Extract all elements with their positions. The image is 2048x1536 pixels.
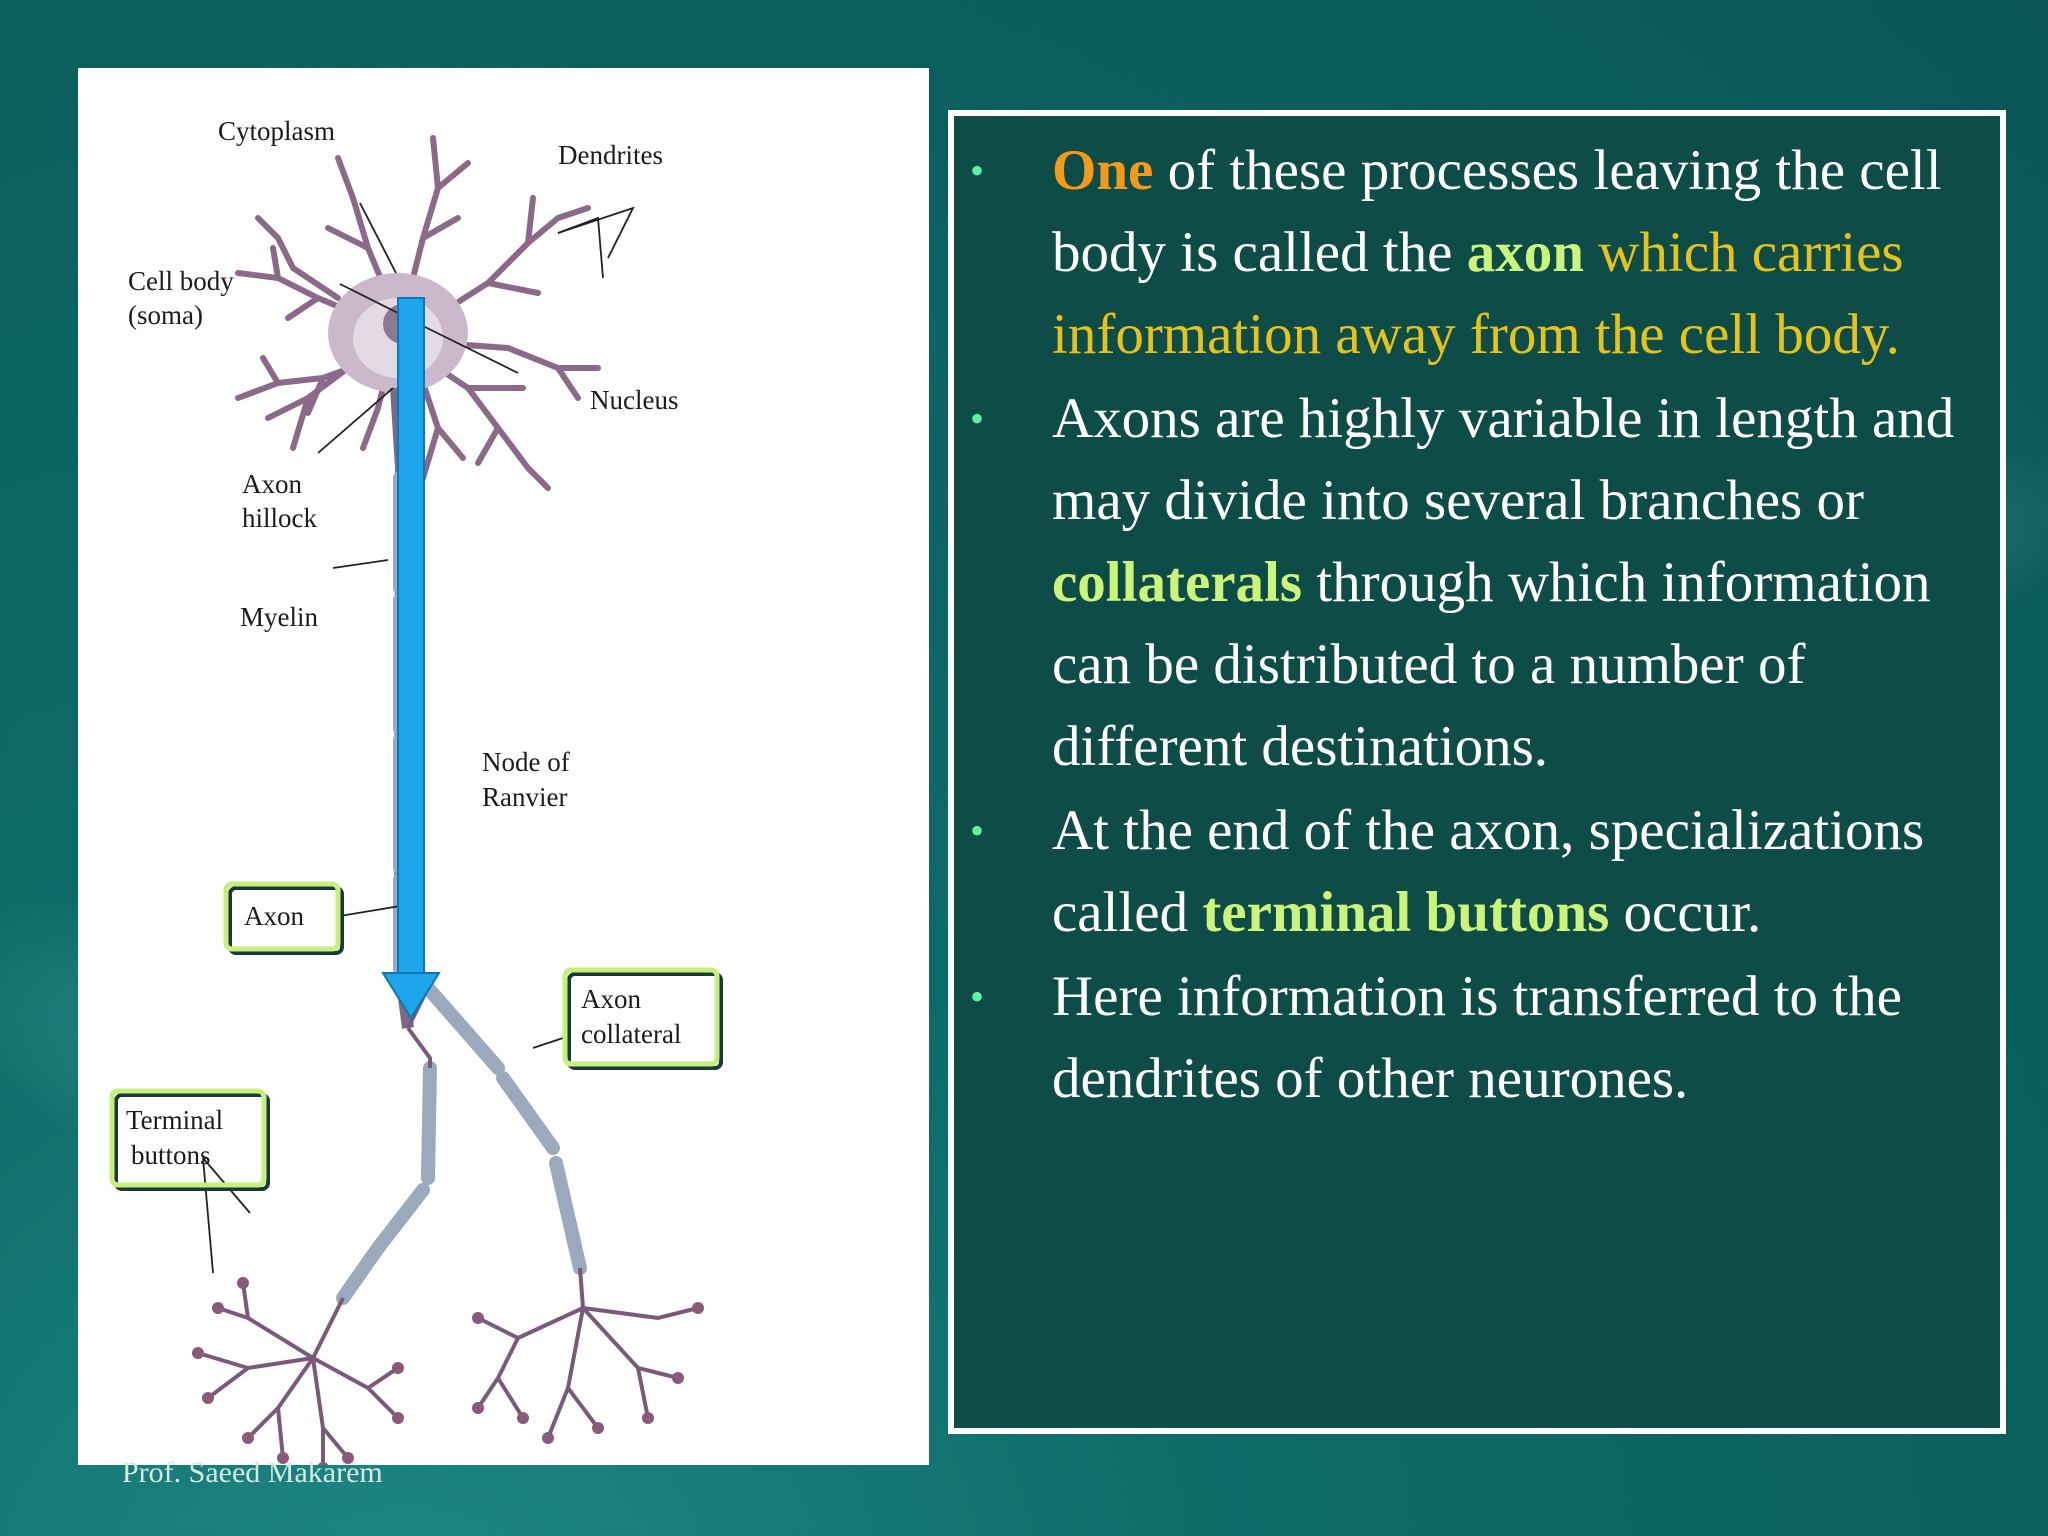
bullet-item: • At the end of the axon, specializations… (954, 790, 1990, 954)
bullet-item: • Here information is transferred to the … (954, 956, 1990, 1120)
bullet-icon: • (970, 148, 985, 193)
bullet-text-part: collaterals (1052, 551, 1303, 614)
bullet-text-part: terminal buttons (1202, 881, 1610, 944)
label-terminal-buttons: Terminal (126, 1105, 223, 1135)
label-cell-body: Cell body (128, 266, 234, 296)
axon-branches (311, 987, 585, 1359)
label-dendrites: Dendrites (558, 140, 663, 170)
bullet-text-part: occur. (1609, 881, 1762, 944)
bullet-icon: • (970, 396, 985, 441)
collateral-label-box-shadow (567, 972, 723, 1070)
terminal-label-box (109, 1088, 267, 1188)
label-cell-body-soma: (soma) (128, 300, 203, 330)
text-panel: • One of these processes leaving the cell… (948, 110, 2006, 1434)
dendrites-shape (235, 135, 601, 491)
bullet-text-part: Here information is transferred to the d… (1052, 965, 1902, 1110)
label-nucleus: Nucleus (590, 385, 678, 415)
bullet-text-part: which carries information away from the … (1052, 221, 1904, 366)
terminal-arbor-right (476, 1306, 699, 1439)
bullet-text-part: through which information can be distrib… (1052, 551, 1931, 778)
bullet-text-part: of these processes leaving the cell body… (1052, 139, 1942, 284)
axon-label-box (223, 881, 341, 952)
myelin-segments (336, 471, 587, 1305)
collateral-label-box (562, 967, 720, 1067)
bullet-icon: • (970, 974, 985, 1019)
bullet-text-part: One (1052, 139, 1154, 202)
label-terminal-buttons-2: buttons (131, 1140, 211, 1170)
label-axon-collateral-2: collateral (581, 1019, 681, 1049)
label-axon-hillock-2: hillock (242, 503, 317, 533)
terminal-label-box-shadow (114, 1093, 270, 1191)
bullet-item: • One of these processes leaving the cell… (954, 130, 1990, 376)
bullet-icon: • (970, 808, 985, 853)
bullet-text-part: Axons are highly variable in length and … (1052, 387, 1955, 532)
bullet-item: • Axons are highly variable in length and… (954, 378, 1990, 788)
axon-direction-arrow (381, 297, 441, 1020)
terminal-buttons-right (472, 1302, 704, 1444)
bullet-text-part: At the end of the axon, specializations … (1052, 799, 1925, 944)
terminal-buttons-left (192, 1277, 404, 1465)
label-myelin: Myelin (240, 602, 318, 632)
footer-author: Prof. Saeed Makarem (122, 1456, 383, 1489)
label-node-of-ranvier-2: Ranvier (482, 782, 567, 812)
label-axon-hillock: Axon (242, 469, 302, 499)
neuron-diagram: Cytoplasm Dendrites Cell body (soma) Nuc… (109, 116, 723, 1465)
label-cytoplasm: Cytoplasm (218, 116, 335, 146)
bullet-list: • One of these processes leaving the cell… (954, 130, 1990, 1122)
label-node-of-ranvier: Node of (482, 747, 570, 777)
axon-label-box-shadow (228, 886, 344, 955)
terminal-arbor-left (197, 1282, 400, 1465)
label-axon-collateral: Axon (581, 984, 641, 1014)
neuron-diagram-panel: Cytoplasm Dendrites Cell body (soma) Nuc… (78, 68, 929, 1465)
label-axon: Axon (244, 901, 304, 931)
bullet-text-part: axon (1466, 221, 1584, 284)
